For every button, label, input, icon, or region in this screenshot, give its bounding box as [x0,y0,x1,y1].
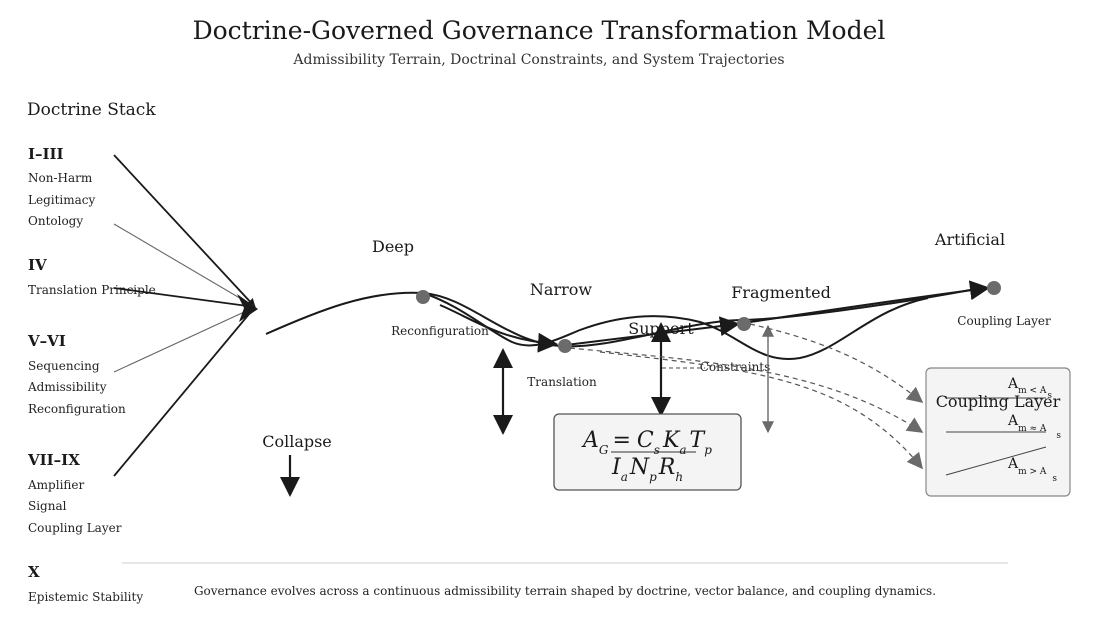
doctrine-convergence-arrows [113,154,258,477]
node-label-reconfiguration: Reconfiguration [391,324,489,338]
node-label-translation: Translation [527,375,597,389]
doctrine-item: Ontology [28,214,83,228]
doctrine-arrow-iv [113,287,256,308]
trajectory-arrow-artificial [749,280,990,323]
coupling-arrow-middle [569,347,924,433]
doctrine-arrow-ontology [113,223,256,308]
region-label-artificial: Artificial [934,230,1005,249]
coupling-row-2: Am ≈ As [1007,413,1061,441]
doctrine-item: Signal [28,499,67,513]
footer-caption: Governance evolves across a continuous a… [194,584,936,598]
doctrine-item: Reconfiguration [28,402,126,416]
doctrine-arrow-i-iii [113,154,256,308]
trajectory-arrow-narrow [439,304,558,353]
formula-denominator-line: IaNpRh [611,455,683,484]
coupling-row-3: Am > As [1007,456,1057,484]
doctrine-stack: Doctrine Stack I–III Non-Harm Legitimacy… [27,100,156,604]
doctrine-item: Translation Principle [28,283,156,297]
node-fragmented [737,317,751,331]
coupling-arrow-top [749,323,924,404]
doctrine-item: Epistemic Stability [28,590,143,604]
convergence-arrowhead [237,294,258,322]
group-label-x: X [28,563,40,581]
coupling-line-3 [945,446,1047,476]
coupling-dashed-arrows [569,323,924,470]
page-title: Doctrine-Governed Governance Transformat… [193,16,886,45]
admissibility-terrain [265,280,990,361]
page-subtitle: Admissibility Terrain, Doctrinal Constra… [292,52,784,68]
node-translation [558,339,572,353]
group-label-i-iii: I–III [28,145,64,163]
doctrine-item: Sequencing [28,359,100,373]
group-label-iv: IV [28,256,47,274]
terrain-curve-valley [422,292,929,361]
doctrine-stack-heading: Doctrine Stack [27,100,156,120]
group-label-vii-ix: VII–IX [27,451,80,469]
coupling-box-title: Coupling Layer [936,392,1061,411]
coupling-layer-box: Am < As Coupling Layer Am ≈ As Am > As [925,367,1071,497]
node-label-constraints: Constraints [700,360,771,374]
coupling-arrow-bottom [599,351,924,470]
region-label-deep: Deep [372,237,414,256]
doctrine-item: Non-Harm [28,171,93,185]
doctrine-item: Amplifier [27,478,85,492]
node-label-coupling-layer: Coupling Layer [957,314,1051,328]
group-label-v-vi: V–VI [27,332,66,350]
region-label-collapse: Collapse [262,432,332,451]
doctrine-arrow-vii-ix [113,306,256,477]
doctrine-item: Legitimacy [28,193,96,207]
coupling-row-1: Am < As [1007,376,1052,401]
region-label-narrow: Narrow [530,280,592,299]
node-artificial [987,281,1001,295]
doctrine-item: Coupling Layer [28,521,122,535]
node-reconfiguration [416,290,430,304]
doctrine-item: Admissibility [27,380,107,394]
doctrine-arrow-v-vi [113,306,256,373]
region-label-fragmented: Fragmented [731,283,831,302]
